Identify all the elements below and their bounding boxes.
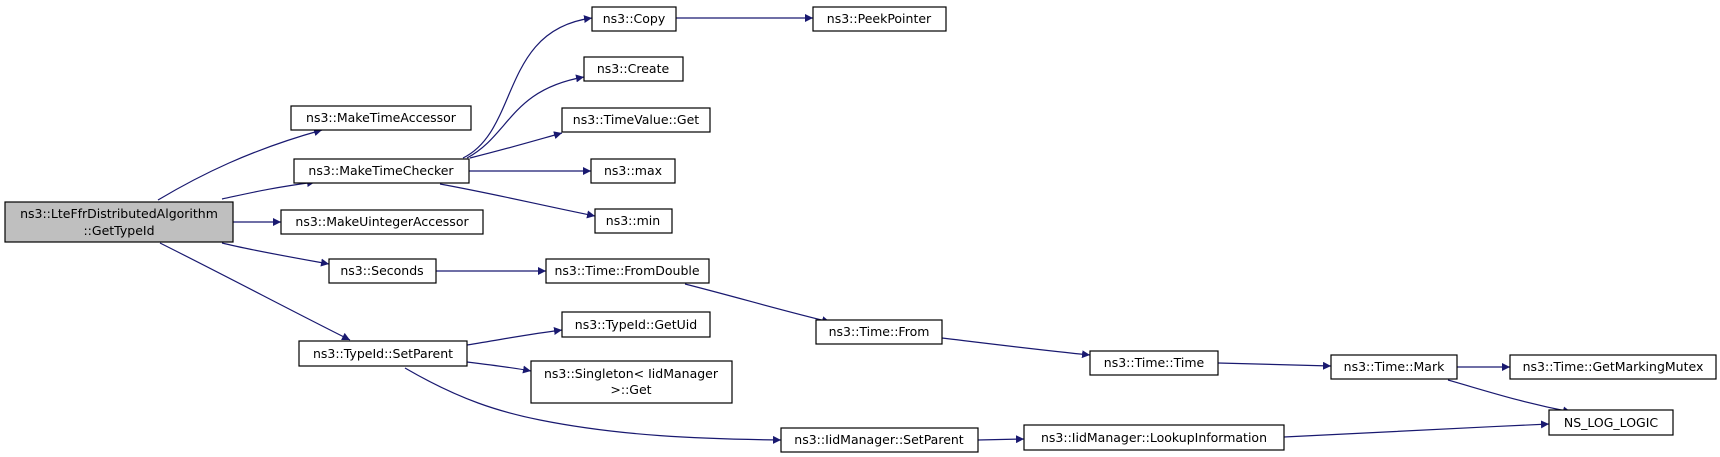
node-make-time-checker-label: ns3::MakeTimeChecker [308,163,454,178]
node-singleton-get-line-2: >::Get [610,382,651,397]
edge-fromdouble-to-from [684,283,831,325]
node-root-line-1: ns3::LteFfrDistributedAlgorithm [20,206,218,221]
edge-root-to-make-time-checker [221,179,316,200]
node-typeid-setparent[interactable]: ns3::TypeId::SetParent [298,340,468,367]
node-seconds-label: ns3::Seconds [340,263,423,278]
node-root[interactable]: ns3::LteFfrDistributedAlgorithm ::GetTyp… [4,201,234,243]
node-make-uinteger-accessor[interactable]: ns3::MakeUintegerAccessor [280,209,484,235]
node-time-fromdouble[interactable]: ns3::Time::FromDouble [545,258,710,284]
node-timevalue-get[interactable]: ns3::TimeValue::Get [561,107,711,133]
node-singleton-get[interactable]: ns3::Singleton< IidManager >::Get [530,360,733,404]
node-make-time-checker[interactable]: ns3::MakeTimeChecker [293,158,470,184]
node-lookup-information-label: ns3::IidManager::LookupInformation [1041,430,1267,445]
node-iid-setparent-label: ns3::IidManager::SetParent [794,432,964,447]
node-peekpointer[interactable]: ns3::PeekPointer [812,6,947,32]
node-min-label: ns3::min [606,213,660,228]
node-create[interactable]: ns3::Create [583,56,684,82]
node-copy[interactable]: ns3::Copy [591,6,677,32]
node-min[interactable]: ns3::min [594,208,673,234]
node-time-fromdouble-label: ns3::Time::FromDouble [554,263,699,278]
node-seconds[interactable]: ns3::Seconds [328,258,437,284]
node-timevalue-get-label: ns3::TimeValue::Get [573,112,700,127]
node-peekpointer-label: ns3::PeekPointer [827,11,932,26]
node-time-from[interactable]: ns3::Time::From [815,319,943,345]
edge-checker-to-copy [462,15,593,159]
edge-time-ctor-to-mark [1217,361,1332,370]
node-getmarkingmutex[interactable]: ns3::Time::GetMarkingMutex [1509,354,1717,380]
edge-setparent-to-iid-setparent [404,367,782,444]
node-time-ctor[interactable]: ns3::Time::Time [1089,350,1219,376]
node-ns-log-logic[interactable]: NS_LOG_LOGIC [1548,409,1674,436]
node-lookup-information[interactable]: ns3::IidManager::LookupInformation [1023,424,1285,451]
edge-setparent-to-singleton [466,361,532,374]
edge-root-to-typeid-setparent [159,242,351,341]
node-max[interactable]: ns3::max [590,158,676,184]
edge-from-to-time-ctor [941,337,1091,359]
node-copy-label: ns3::Copy [603,11,666,26]
node-singleton-get-line-1: ns3::Singleton< IidManager [544,366,719,381]
node-max-label: ns3::max [604,163,662,178]
node-root-line-2: ::GetTypeId [83,223,154,238]
node-create-label: ns3::Create [597,61,670,76]
node-make-time-accessor[interactable]: ns3::MakeTimeAccessor [290,105,472,131]
node-time-mark[interactable]: ns3::Time::Mark [1330,354,1458,380]
node-time-from-label: ns3::Time::From [829,324,930,339]
edge-checker-to-timevalue-get [469,131,563,159]
node-iid-setparent[interactable]: ns3::IidManager::SetParent [780,427,979,453]
edge-root-to-seconds [221,242,330,267]
edge-checker-to-min [439,183,596,219]
edge-mark-to-nslog [1447,379,1572,415]
node-time-ctor-label: ns3::Time::Time [1104,355,1205,370]
edge-iid-setparent-to-lookup [977,435,1025,444]
node-ns-log-logic-label: NS_LOG_LOGIC [1564,415,1659,430]
node-typeid-setparent-label: ns3::TypeId::SetParent [313,346,453,361]
edge-root-to-make-time-accessor [157,128,323,201]
node-getmarkingmutex-label: ns3::Time::GetMarkingMutex [1523,359,1704,374]
node-make-uinteger-accessor-label: ns3::MakeUintegerAccessor [295,214,469,229]
node-time-mark-label: ns3::Time::Mark [1344,359,1445,374]
node-typeid-getuid[interactable]: ns3::TypeId::GetUid [561,311,711,338]
edge-checker-to-create [466,74,585,159]
edge-setparent-to-getuid [466,327,563,346]
node-typeid-getuid-label: ns3::TypeId::GetUid [575,317,697,332]
edge-lookup-to-nslog [1283,420,1550,438]
node-make-time-accessor-label: ns3::MakeTimeAccessor [306,110,457,125]
